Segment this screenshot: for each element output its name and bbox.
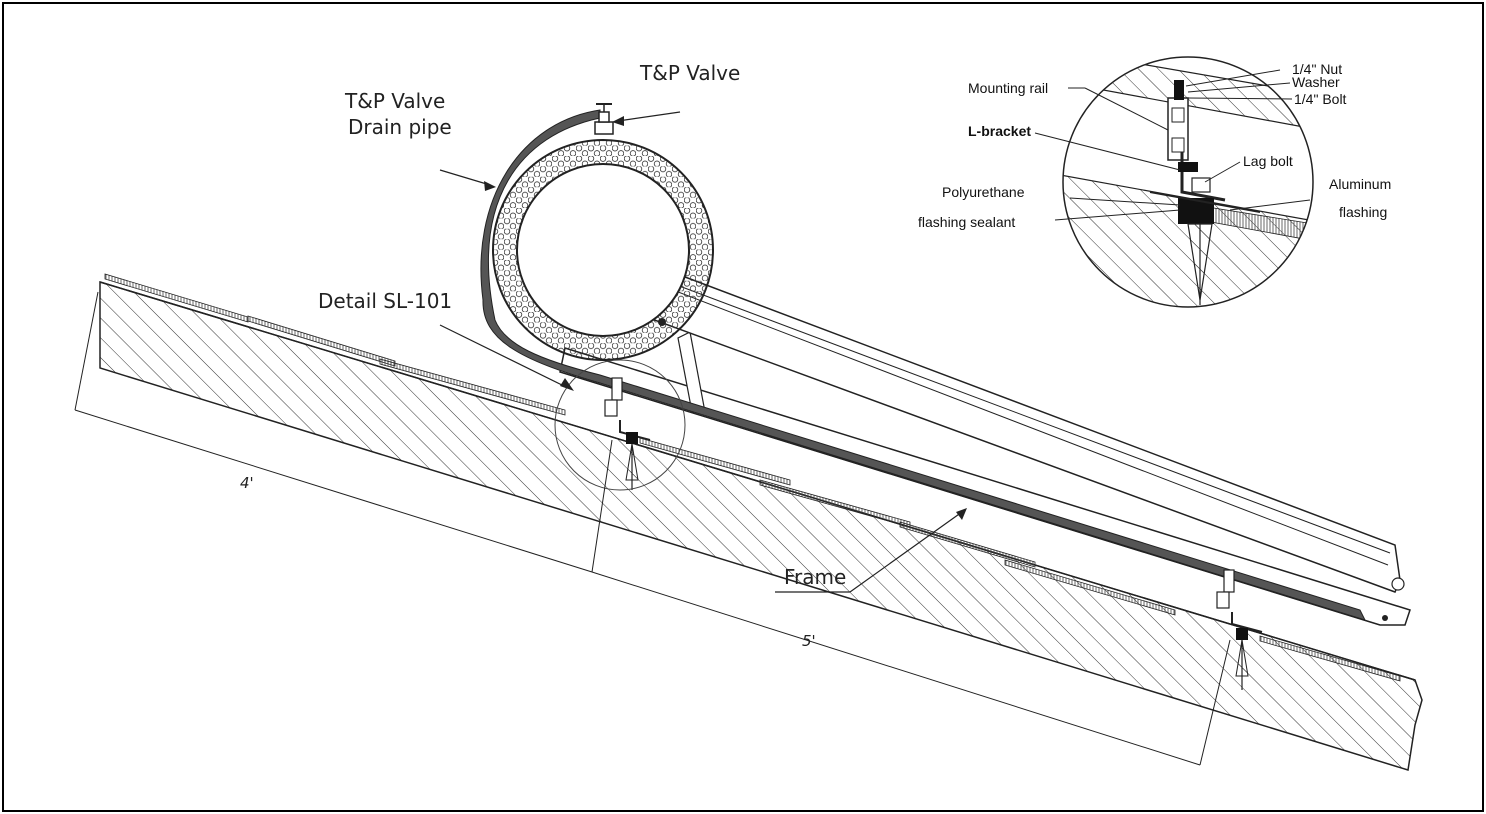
- detail-label-lag-bolt: Lag bolt: [1243, 153, 1293, 169]
- roof-shingles: [104, 273, 1401, 682]
- detail-leader-lines: [1034, 69, 1311, 221]
- mounting-bracket-left: [604, 377, 651, 490]
- label-tp-drain-line1: T&P Valve: [344, 89, 445, 113]
- drain-pipe: [480, 109, 1366, 621]
- leader-lines: [439, 111, 967, 593]
- label-frame: Frame: [784, 565, 846, 589]
- dimension-4ft: 4': [240, 474, 254, 492]
- roof-deck: [99, 280, 1423, 771]
- detail-label-sealant-line1: Polyurethane: [942, 184, 1025, 200]
- label-tp-drain-line2: Drain pipe: [348, 115, 452, 139]
- detail-label-nut: 1/4" Nut: [1292, 61, 1342, 77]
- detail-label-mounting-rail: Mounting rail: [968, 80, 1048, 96]
- dimension-5ft: 5': [802, 632, 816, 650]
- collector-frame: [559, 259, 1411, 626]
- detail-label-sealant-line2: flashing sealant: [918, 214, 1015, 230]
- label-detail-ref: Detail SL-101: [318, 289, 452, 313]
- label-tp-valve: T&P Valve: [639, 61, 740, 85]
- storage-tank: [492, 139, 714, 361]
- detail-label-washer: Washer: [1292, 74, 1340, 90]
- detail-label-l-bracket: L-bracket: [968, 123, 1031, 139]
- detail-label-flashing-line2: flashing: [1339, 204, 1387, 220]
- detail-callout-circle: [554, 359, 686, 491]
- detail-label-flashing-line1: Aluminum: [1329, 176, 1391, 192]
- tp-valve-icon: [594, 103, 614, 135]
- detail-label-bolt: 1/4" Bolt: [1294, 91, 1347, 107]
- dimension-lines: [74, 291, 1231, 766]
- mounting-bracket-right: [1216, 569, 1263, 690]
- detail-inset: [1062, 56, 1314, 308]
